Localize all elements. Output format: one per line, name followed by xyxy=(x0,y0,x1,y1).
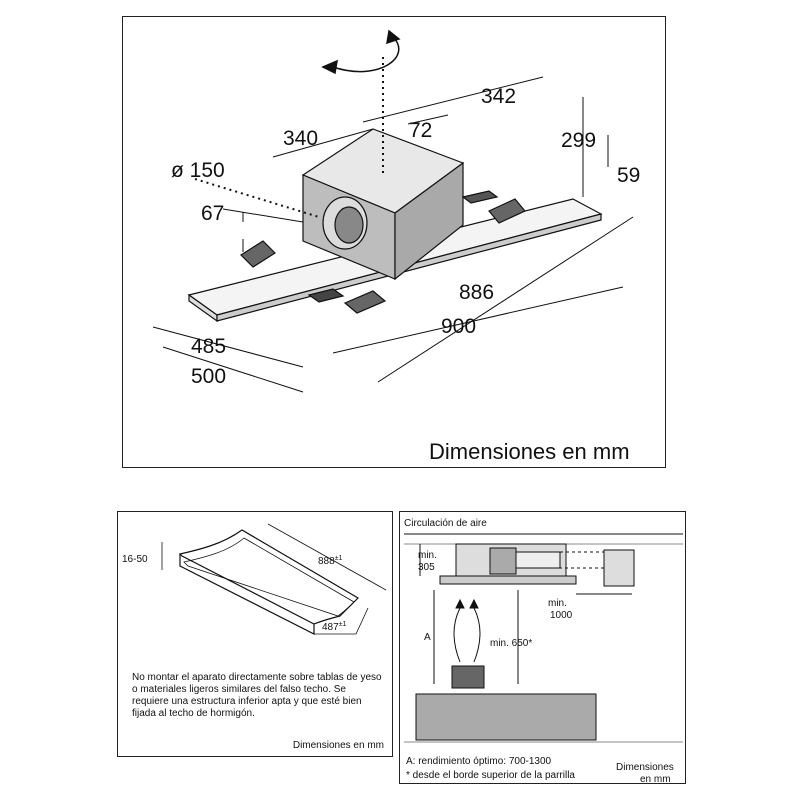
dim-offset: 72 xyxy=(409,119,432,142)
min-top-value: 305 xyxy=(418,562,435,573)
ceiling-cutout-drawing: 16-50 888±1 487±1 xyxy=(122,523,387,635)
dim-height-base: 59 xyxy=(617,164,640,187)
cutout-width: 487±1 xyxy=(322,621,347,633)
motor-box-side xyxy=(394,161,464,281)
dim-duct-height: 67 xyxy=(201,202,224,225)
cooking-pot xyxy=(451,665,485,689)
airflow-arrows xyxy=(453,607,481,663)
duct-box xyxy=(489,547,517,575)
cooktop xyxy=(415,693,597,741)
dim-outer-depth: 500 xyxy=(191,365,226,388)
min-side-value: 1000 xyxy=(550,610,573,621)
duct-channel xyxy=(515,551,561,569)
hood-isometric-drawing: 342 340 72 299 59 ø 150 67 886 900 485 5… xyxy=(152,29,640,464)
min-side-label: min. xyxy=(548,598,567,609)
mounting-warning-note: No montar el aparato directamente sobre … xyxy=(132,672,382,719)
hood-dimensions-panel: 342 340 72 299 59 ø 150 67 886 900 485 5… xyxy=(122,16,666,468)
light-panel xyxy=(461,190,499,204)
label-a: A xyxy=(424,632,431,643)
rotation-arrow xyxy=(332,36,400,73)
air-circulation-drawing: Circulación de aire min. 305 min. 1 xyxy=(404,518,683,785)
min-top-label: min. xyxy=(418,550,437,561)
cutout-thickness: 16-50 xyxy=(122,554,148,565)
dim-duct-diameter: ø 150 xyxy=(171,159,225,182)
circulation-title: Circulación de aire xyxy=(404,518,487,529)
dim-depth-top: 340 xyxy=(283,127,318,150)
dim-inner-depth: 485 xyxy=(191,335,226,358)
dim-height-total: 299 xyxy=(561,129,596,152)
wall-outlet xyxy=(603,549,635,587)
mount-bracket-right xyxy=(488,198,526,224)
dim-inner-width: 886 xyxy=(459,281,494,304)
footnote-star: * desde el borde superior de la parrilla xyxy=(406,770,575,781)
clearance-caption-line2: en mm xyxy=(640,774,671,785)
cutout-outline xyxy=(178,529,359,625)
mount-bracket-left xyxy=(240,240,276,268)
mount-bracket-center xyxy=(343,290,387,314)
install-caption: Dimensiones en mm xyxy=(292,740,384,751)
duct-channel-dashed xyxy=(559,551,605,569)
ceiling-cutout-panel: 16-50 888±1 487±1 No montar el aparato d… xyxy=(117,511,393,757)
hood-unit xyxy=(439,575,577,585)
main-caption: Dimensiones en mm xyxy=(429,439,630,464)
clearance-caption-line1: Dimensiones xyxy=(616,762,674,773)
dim-outer-width: 900 xyxy=(441,315,476,338)
dim-width-top: 342 xyxy=(481,85,516,108)
vent-grille xyxy=(307,288,345,303)
footnote-a: A: rendimiento óptimo: 700-1300 xyxy=(406,756,552,767)
air-circulation-panel: Circulación de aire min. 305 min. 1 xyxy=(399,511,686,785)
min-height-label: min. 650* xyxy=(490,638,532,649)
cutout-length: 888±1 xyxy=(318,555,343,567)
